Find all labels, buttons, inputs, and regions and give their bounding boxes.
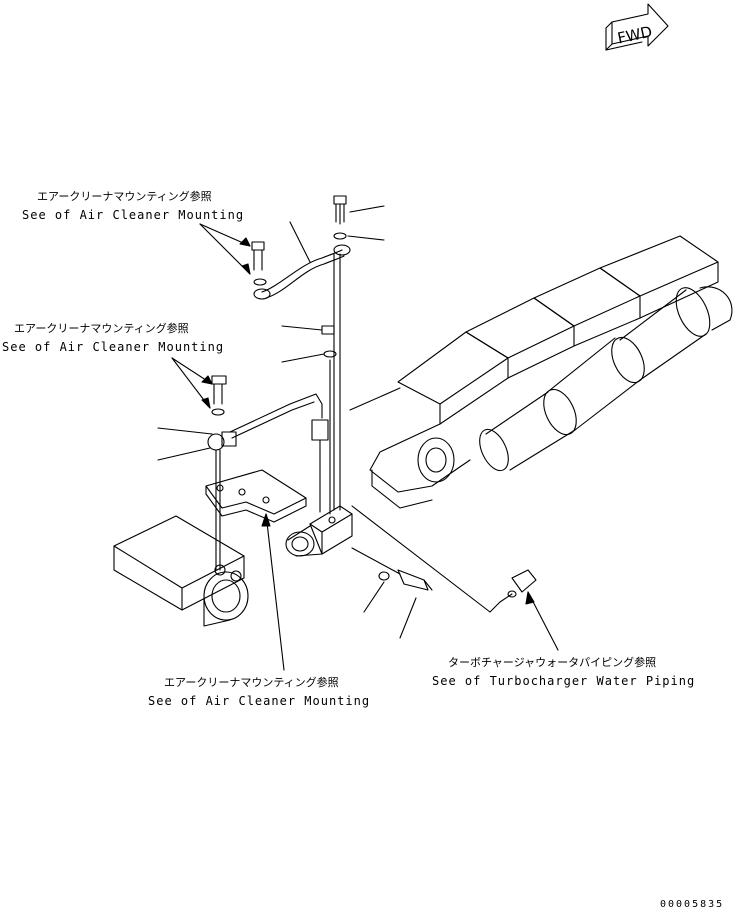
temperature-sensor-drawing xyxy=(351,547,433,591)
air-cleaner-ref-2-en: See of Air Cleaner Mounting xyxy=(2,340,225,354)
intake-manifold-drawing xyxy=(349,235,733,509)
mounting-block-drawing xyxy=(113,515,249,627)
fwd-arrow-icon: FWD xyxy=(605,3,669,51)
sensor-housing-drawing xyxy=(285,505,353,557)
air-cleaner-ref-2-jp: エアークリーナマウンティング参照 xyxy=(14,322,189,335)
bracket-plate-drawing xyxy=(205,469,307,523)
arrowheads xyxy=(201,237,535,605)
turbo-water-ref-en: See of Turbocharger Water Piping xyxy=(432,674,696,688)
water-fitting-drawing xyxy=(499,569,537,603)
leader-lines xyxy=(157,205,559,671)
sensor-pipe-drawing xyxy=(207,393,329,465)
air-cleaner-ref-3-jp: エアークリーナマウンティング参照 xyxy=(164,676,339,689)
bolt-upper-left xyxy=(251,241,267,286)
bolt-left xyxy=(211,375,227,416)
air-cleaner-ref-1-en: See of Air Cleaner Mounting xyxy=(22,208,245,222)
turbo-water-ref-jp: ターボチャージャウォータパイピング参照 xyxy=(448,656,657,669)
air-cleaner-ref-1-jp: エアークリーナマウンティング参照 xyxy=(37,190,212,203)
drawing-number: 00005835 xyxy=(660,899,725,910)
ground-strap-drawing xyxy=(253,244,351,300)
air-cleaner-ref-3-en: See of Air Cleaner Mounting xyxy=(148,694,371,708)
bolt-top xyxy=(333,195,347,240)
